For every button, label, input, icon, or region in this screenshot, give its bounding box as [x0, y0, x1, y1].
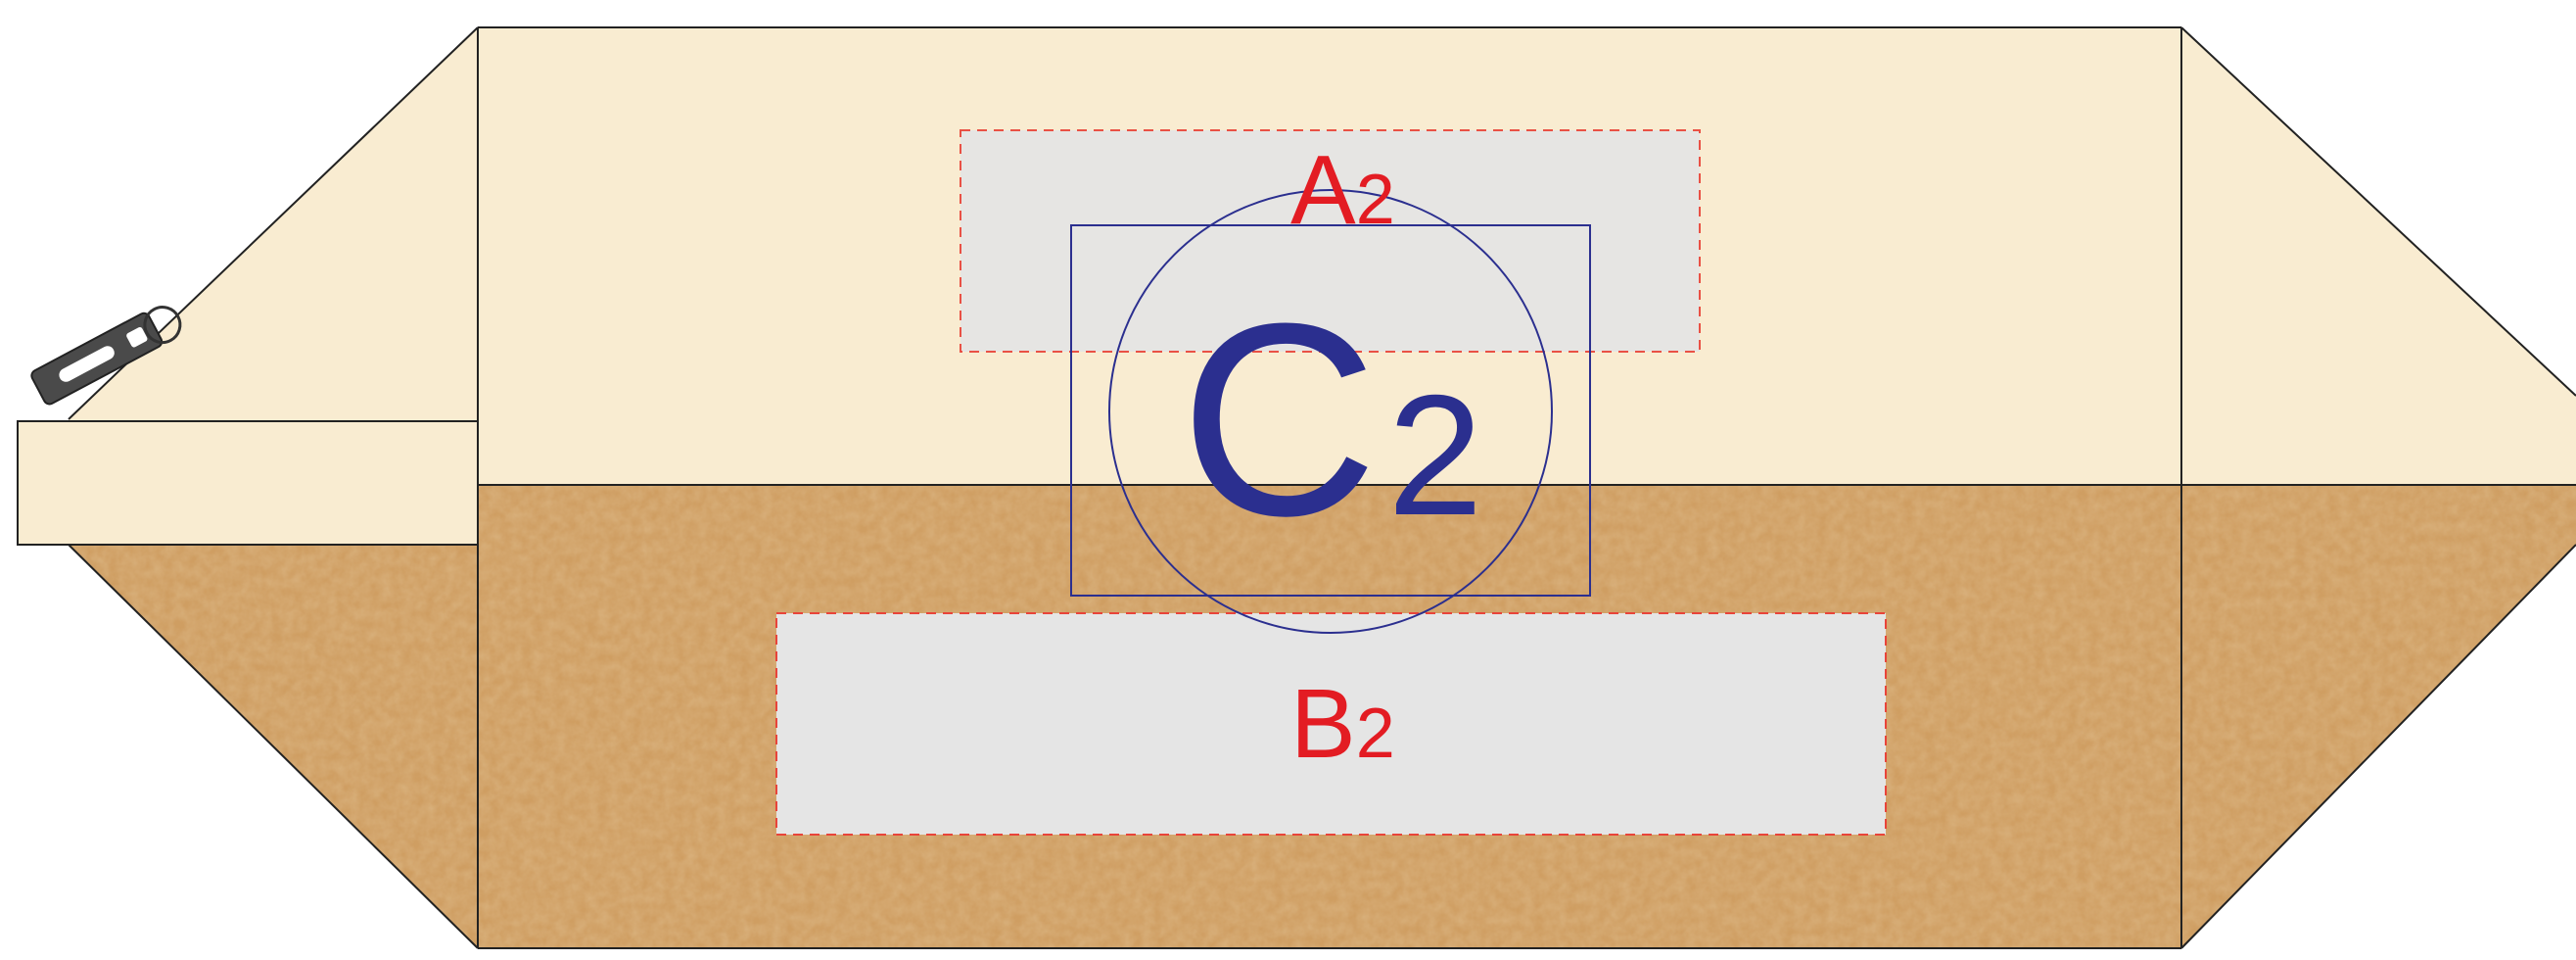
left-top-flap [69, 27, 478, 485]
center-mark-letter: C [1180, 267, 1378, 573]
zone-a [960, 129, 1701, 353]
zone-a-label: A2 [1290, 135, 1395, 245]
center-mark-subscript: 2 [1387, 360, 1482, 552]
center-mark-label: C2 [1180, 267, 1483, 573]
right-top-flap [2181, 27, 2576, 485]
zipper-pull-icon [30, 306, 182, 406]
closure-tab [17, 420, 479, 546]
zone-b-letter: B [1290, 669, 1356, 779]
center-circle [1108, 189, 1553, 634]
zone-a-letter: A [1290, 135, 1356, 245]
zone-b [775, 612, 1887, 836]
zone-b-box [775, 612, 1887, 836]
center-mark [1070, 189, 1591, 634]
zone-b-subscript: 2 [1356, 695, 1395, 773]
center-square [1070, 224, 1591, 597]
top-panel [69, 27, 2576, 485]
zone-a-subscript: 2 [1356, 161, 1395, 239]
zone-b-label: B2 [1290, 669, 1395, 779]
zone-a-box [960, 129, 1701, 353]
